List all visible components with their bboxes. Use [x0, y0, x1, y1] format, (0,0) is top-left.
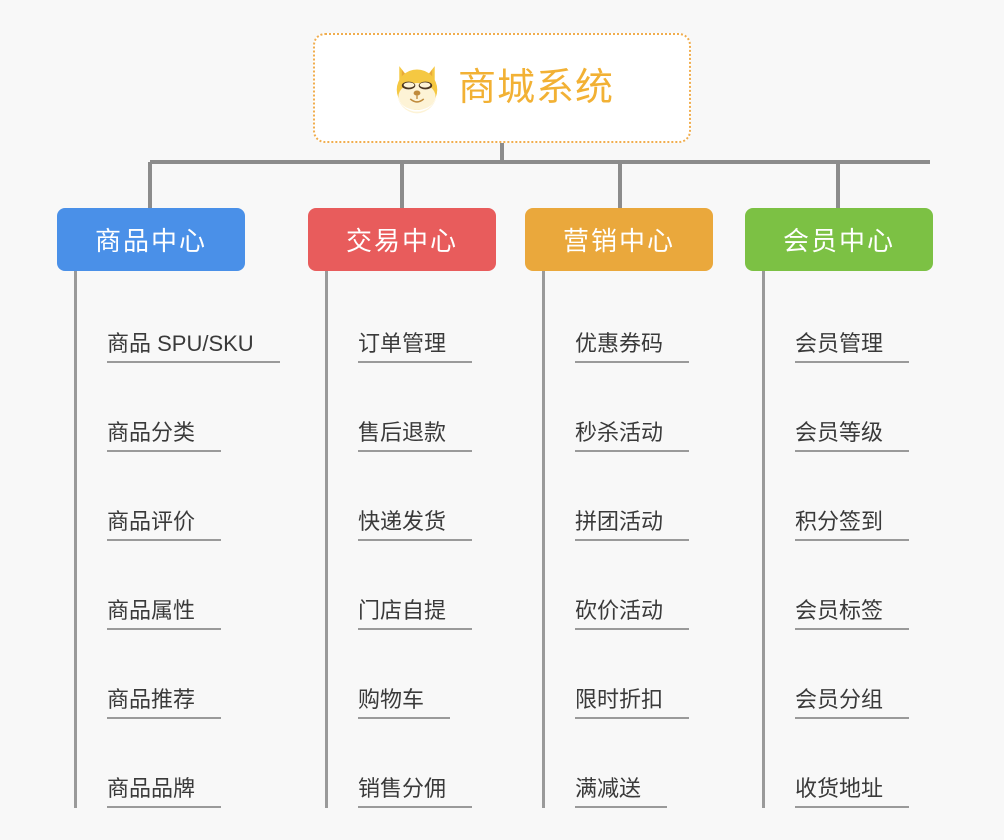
branch-head-label-1: 交易中心	[345, 226, 458, 256]
leaf-list-0: 商品 SPU/SKU 商品分类 商品评价 商品属性 商品推荐 商品品牌	[74, 271, 280, 808]
leaf-label: 商品 SPU/SKU	[107, 331, 280, 363]
leaf-item[interactable]: 商品评价	[77, 452, 280, 541]
leaf-label: 会员标签	[795, 598, 910, 630]
leaf-list-1: 订单管理 售后退款 快递发货 门店自提 购物车 销售分佣	[325, 271, 496, 808]
leaf-label: 满减送	[575, 776, 668, 808]
branch-head-3[interactable]: 会员中心	[745, 208, 933, 271]
branch-column-0: 商品中心 商品 SPU/SKU 商品分类 商品评价 商品属性 商品推荐 商品品牌	[57, 208, 280, 808]
leaf-item[interactable]: 快递发货	[328, 452, 496, 541]
leaf-item[interactable]: 商品推荐	[77, 630, 280, 719]
leaf-label: 商品品牌	[107, 776, 222, 808]
branch-head-label-2: 营销中心	[562, 226, 675, 256]
leaf-item[interactable]: 会员标签	[765, 541, 933, 630]
branch-column-3: 会员中心 会员管理 会员等级 积分签到 会员标签 会员分组 收货地址	[745, 208, 933, 808]
leaf-list-3: 会员管理 会员等级 积分签到 会员标签 会员分组 收货地址	[762, 271, 933, 808]
branch-head-label-3: 会员中心	[782, 226, 895, 256]
leaf-item[interactable]: 砍价活动	[545, 541, 713, 630]
leaf-item[interactable]: 商品 SPU/SKU	[77, 274, 280, 363]
leaf-label: 会员分组	[795, 687, 910, 719]
leaf-label: 商品推荐	[107, 687, 222, 719]
leaf-item[interactable]: 商品品牌	[77, 719, 280, 808]
leaf-label: 收货地址	[795, 776, 910, 808]
leaf-label: 商品评价	[107, 509, 222, 541]
leaf-item[interactable]: 订单管理	[328, 274, 496, 363]
branch-column-2: 营销中心 优惠券码 秒杀活动 拼团活动 砍价活动 限时折扣 满减送	[525, 208, 713, 808]
leaf-label: 商品分类	[107, 420, 222, 452]
leaf-label: 会员等级	[795, 420, 910, 452]
leaf-item[interactable]: 商品分类	[77, 363, 280, 452]
leaf-label: 销售分佣	[358, 776, 473, 808]
leaf-label: 售后退款	[358, 420, 473, 452]
leaf-item[interactable]: 秒杀活动	[545, 363, 713, 452]
leaf-label: 会员管理	[795, 331, 910, 363]
leaf-label: 订单管理	[358, 331, 473, 363]
leaf-label: 积分签到	[795, 509, 910, 541]
root-title: 商城系统	[457, 67, 614, 109]
branch-head-0[interactable]: 商品中心	[57, 208, 245, 271]
leaf-item[interactable]: 会员等级	[765, 363, 933, 452]
branch-head-label-0: 商品中心	[94, 226, 207, 256]
leaf-item[interactable]: 售后退款	[328, 363, 496, 452]
leaf-label: 拼团活动	[575, 509, 690, 541]
leaf-label: 优惠券码	[575, 331, 690, 363]
leaf-label: 秒杀活动	[575, 420, 690, 452]
leaf-label: 砍价活动	[575, 598, 690, 630]
leaf-item[interactable]: 满减送	[545, 719, 713, 808]
leaf-item[interactable]: 销售分佣	[328, 719, 496, 808]
leaf-label: 快递发货	[358, 509, 473, 541]
leaf-list-2: 优惠券码 秒杀活动 拼团活动 砍价活动 限时折扣 满减送	[542, 271, 713, 808]
leaf-label: 限时折扣	[575, 687, 690, 719]
leaf-item[interactable]: 优惠券码	[545, 274, 713, 363]
leaf-item[interactable]: 拼团活动	[545, 452, 713, 541]
leaf-item[interactable]: 门店自提	[328, 541, 496, 630]
leaf-item[interactable]: 会员管理	[765, 274, 933, 363]
root-node[interactable]: 商城系统	[313, 33, 691, 143]
branch-head-2[interactable]: 营销中心	[525, 208, 713, 271]
leaf-item[interactable]: 商品属性	[77, 541, 280, 630]
leaf-label: 购物车	[358, 687, 451, 719]
leaf-label: 门店自提	[358, 598, 473, 630]
branch-column-1: 交易中心 订单管理 售后退款 快递发货 门店自提 购物车 销售分佣	[308, 208, 496, 808]
leaf-item[interactable]: 收货地址	[765, 719, 933, 808]
branch-head-1[interactable]: 交易中心	[308, 208, 496, 271]
leaf-item[interactable]: 积分签到	[765, 452, 933, 541]
leaf-label: 商品属性	[107, 598, 222, 630]
leaf-item[interactable]: 购物车	[328, 630, 496, 719]
leaf-item[interactable]: 会员分组	[765, 630, 933, 719]
leaf-item[interactable]: 限时折扣	[545, 630, 713, 719]
shiba-dog-icon	[396, 66, 438, 114]
